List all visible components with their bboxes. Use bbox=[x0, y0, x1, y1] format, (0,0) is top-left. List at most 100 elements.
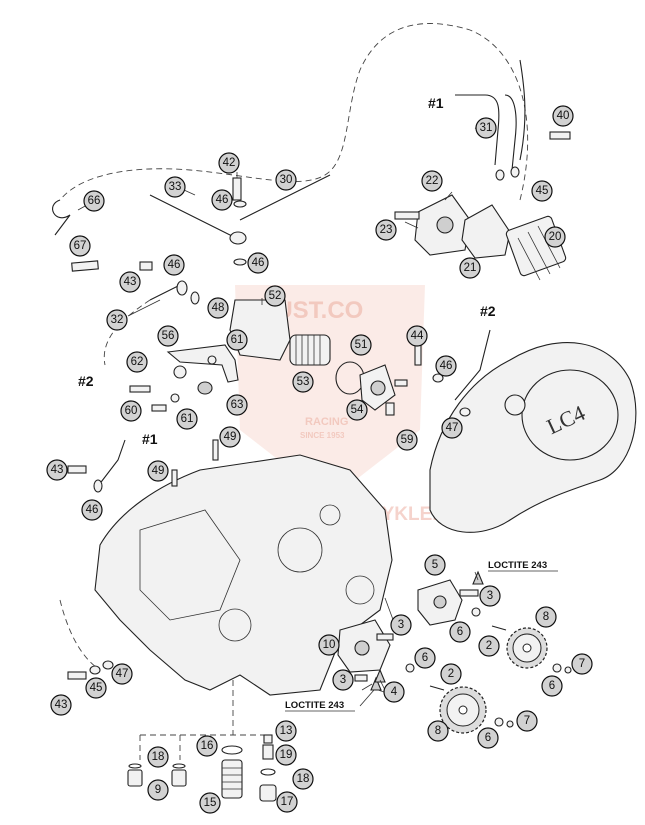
reference-labels: #1 #2 #2 #1 bbox=[78, 95, 496, 447]
svg-text:6: 6 bbox=[485, 732, 491, 744]
callout-42: 42 bbox=[218, 152, 240, 174]
callout-43-c: 43 bbox=[50, 694, 72, 716]
callout-10: 10 bbox=[318, 634, 340, 656]
callout-48: 48 bbox=[207, 297, 229, 319]
bolt-23 bbox=[394, 211, 420, 220]
svg-text:46: 46 bbox=[440, 360, 453, 372]
spring-19 bbox=[262, 744, 274, 760]
callout-9: 9 bbox=[147, 779, 169, 801]
nipple-49-b bbox=[171, 469, 178, 487]
washer-46-lower bbox=[233, 258, 247, 266]
cable-tie bbox=[52, 199, 71, 236]
nipple-49-a bbox=[212, 439, 219, 461]
svg-text:46: 46 bbox=[252, 257, 265, 269]
washer-48 bbox=[190, 291, 200, 305]
svg-text:46: 46 bbox=[168, 259, 181, 271]
callout-8-b: 8 bbox=[427, 720, 449, 742]
seal-18-left-b bbox=[172, 763, 186, 769]
plug-9-b bbox=[171, 769, 187, 787]
ref-2-right: #2 bbox=[480, 303, 496, 319]
svg-text:40: 40 bbox=[557, 110, 570, 122]
callout-15: 15 bbox=[199, 792, 221, 814]
washer-61-upper bbox=[207, 355, 217, 365]
washer-6-b bbox=[405, 663, 415, 673]
clip-67 bbox=[71, 260, 99, 272]
callout-52: 52 bbox=[264, 285, 286, 307]
callout-47-a: 47 bbox=[441, 417, 463, 439]
bolt-43-upper bbox=[139, 261, 153, 271]
callout-43-a: 43 bbox=[119, 271, 141, 293]
bolt-3-a bbox=[459, 589, 479, 597]
svg-text:15: 15 bbox=[204, 797, 217, 809]
svg-text:42: 42 bbox=[223, 157, 236, 169]
shaft-pin-2-b bbox=[429, 685, 445, 691]
bolt-small bbox=[151, 404, 167, 412]
svg-text:61: 61 bbox=[181, 413, 194, 425]
svg-text:6: 6 bbox=[549, 680, 555, 692]
washer-46-right bbox=[432, 373, 444, 383]
seal-18-left-a bbox=[128, 763, 142, 769]
callout-61-a: 61 bbox=[226, 329, 248, 351]
callout-54: 54 bbox=[346, 399, 368, 421]
oil-line-31 bbox=[455, 94, 517, 171]
svg-text:44: 44 bbox=[411, 330, 424, 342]
circlip-7-b bbox=[506, 720, 514, 728]
oil-line-32 bbox=[149, 284, 181, 301]
svg-text:3: 3 bbox=[398, 619, 404, 631]
svg-text:4: 4 bbox=[391, 686, 398, 698]
svg-text:62: 62 bbox=[131, 356, 144, 368]
callout-46-a: 46 bbox=[211, 189, 233, 211]
callout-46-e: 46 bbox=[81, 499, 103, 521]
svg-text:56: 56 bbox=[162, 330, 175, 342]
svg-text:43: 43 bbox=[51, 464, 64, 476]
engine-case bbox=[94, 454, 393, 696]
svg-text:54: 54 bbox=[351, 404, 364, 416]
clutch-cover-dome bbox=[521, 369, 619, 461]
bolt-42 bbox=[232, 177, 242, 201]
gear-8-upper bbox=[506, 627, 548, 669]
svg-text:22: 22 bbox=[426, 175, 439, 187]
svg-text:43: 43 bbox=[55, 699, 68, 711]
svg-text:45: 45 bbox=[90, 682, 103, 694]
callout-19: 19 bbox=[275, 744, 297, 766]
svg-text:48: 48 bbox=[212, 302, 225, 314]
callout-13: 13 bbox=[275, 720, 297, 742]
svg-text:59: 59 bbox=[401, 434, 414, 446]
engine-case-cylinder-bore bbox=[139, 509, 241, 621]
svg-text:52: 52 bbox=[269, 290, 282, 302]
washer-45-b bbox=[510, 166, 520, 178]
callout-60: 60 bbox=[120, 400, 142, 422]
callout-18-b: 18 bbox=[292, 768, 314, 790]
svg-text:47: 47 bbox=[446, 422, 459, 434]
callout-44: 44 bbox=[406, 325, 428, 347]
loctite-note-top: LOCTITE 243 bbox=[488, 560, 547, 571]
svg-text:2: 2 bbox=[448, 668, 454, 680]
oil-filler-opening bbox=[504, 394, 526, 416]
cover-54-hub bbox=[370, 380, 386, 396]
svg-text:3: 3 bbox=[340, 674, 346, 686]
svg-text:53: 53 bbox=[297, 376, 310, 388]
loctite-note-bottom: LOCTITE 243 bbox=[285, 700, 344, 711]
oil-line-bottom-left bbox=[59, 599, 101, 671]
engine-case-bearing-a bbox=[277, 527, 323, 573]
callout-2-b: 2 bbox=[440, 663, 462, 685]
callout-49-a: 49 bbox=[219, 426, 241, 448]
bolt-43-mid bbox=[67, 465, 87, 474]
washer-46-center bbox=[233, 200, 247, 208]
svg-text:7: 7 bbox=[579, 658, 585, 670]
callout-40: 40 bbox=[552, 105, 574, 127]
svg-text:6: 6 bbox=[422, 652, 428, 664]
washer-46-mid bbox=[93, 479, 103, 493]
svg-text:19: 19 bbox=[280, 749, 293, 761]
callout-8-a: 8 bbox=[535, 606, 557, 628]
gasket-21 bbox=[461, 204, 511, 259]
callout-4: 4 bbox=[383, 681, 405, 703]
bolt-3-b bbox=[376, 633, 394, 641]
svg-text:66: 66 bbox=[88, 195, 101, 207]
shaft-pin-2-a bbox=[491, 625, 507, 631]
svg-text:31: 31 bbox=[480, 122, 493, 134]
callout-3-c: 3 bbox=[332, 669, 354, 691]
washer-6-d bbox=[494, 717, 504, 727]
